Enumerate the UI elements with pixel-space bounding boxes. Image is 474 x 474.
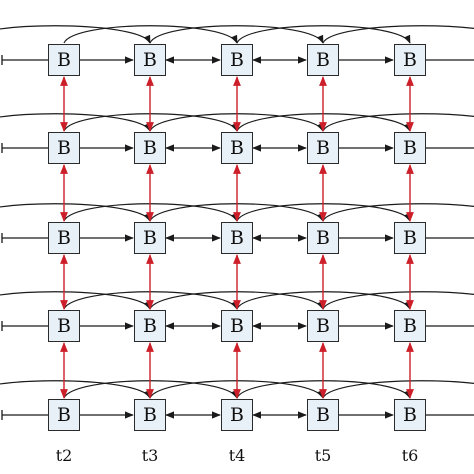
block-row-3-t3: B — [134, 222, 166, 254]
block-row-3-t6: B — [394, 222, 426, 254]
row-2-skip-arc-1 — [0, 113, 151, 132]
block-row-4-t3: B — [134, 310, 166, 342]
block-row-2-t6: B — [394, 132, 426, 164]
block-row-5-t4: B — [221, 399, 253, 431]
column-label-t5: t5 — [314, 446, 332, 465]
block-row-5-t3: B — [134, 399, 166, 431]
block-row-1-t5: B — [307, 44, 339, 76]
block-row-2-t2: B — [48, 132, 80, 164]
row-4-skip-arc-5 — [322, 291, 474, 310]
row-5-skip-arc-5 — [322, 380, 474, 399]
column-label-t2: t2 — [55, 446, 73, 465]
row-1-skip-arc-2 — [63, 25, 238, 44]
block-row-3-t5: B — [307, 222, 339, 254]
row-1-skip-arc-3 — [149, 25, 324, 44]
row-3-skip-arc-5 — [322, 203, 474, 222]
column-label-t3: t3 — [141, 446, 159, 465]
row-4-skip-arc-1 — [0, 291, 151, 310]
block-row-1-t4: B — [221, 44, 253, 76]
block-row-1-t2: B — [48, 44, 80, 76]
row-3-skip-arc-1 — [0, 203, 151, 222]
block-row-4-t4: B — [221, 310, 253, 342]
block-row-3-t2: B — [48, 222, 80, 254]
block-row-5-t2: B — [48, 399, 80, 431]
column-label-t6: t6 — [401, 446, 419, 465]
row-1-skip-arc-5 — [322, 25, 474, 44]
block-row-4-t6: B — [394, 310, 426, 342]
block-row-4-t2: B — [48, 310, 80, 342]
column-label-t4: t4 — [228, 446, 246, 465]
block-row-2-t5: B — [307, 132, 339, 164]
block-row-5-t5: B — [307, 399, 339, 431]
row-1-skip-arc-1 — [0, 25, 151, 44]
row-1-skip-arc-4 — [236, 25, 411, 44]
row-2-skip-arc-5 — [322, 113, 474, 132]
block-row-4-t5: B — [307, 310, 339, 342]
block-row-3-t4: B — [221, 222, 253, 254]
block-row-1-t3: B — [134, 44, 166, 76]
block-row-1-t6: B — [394, 44, 426, 76]
block-row-5-t6: B — [394, 399, 426, 431]
row-5-skip-arc-1 — [0, 380, 151, 399]
block-row-2-t4: B — [221, 132, 253, 164]
block-row-2-t3: B — [134, 132, 166, 164]
